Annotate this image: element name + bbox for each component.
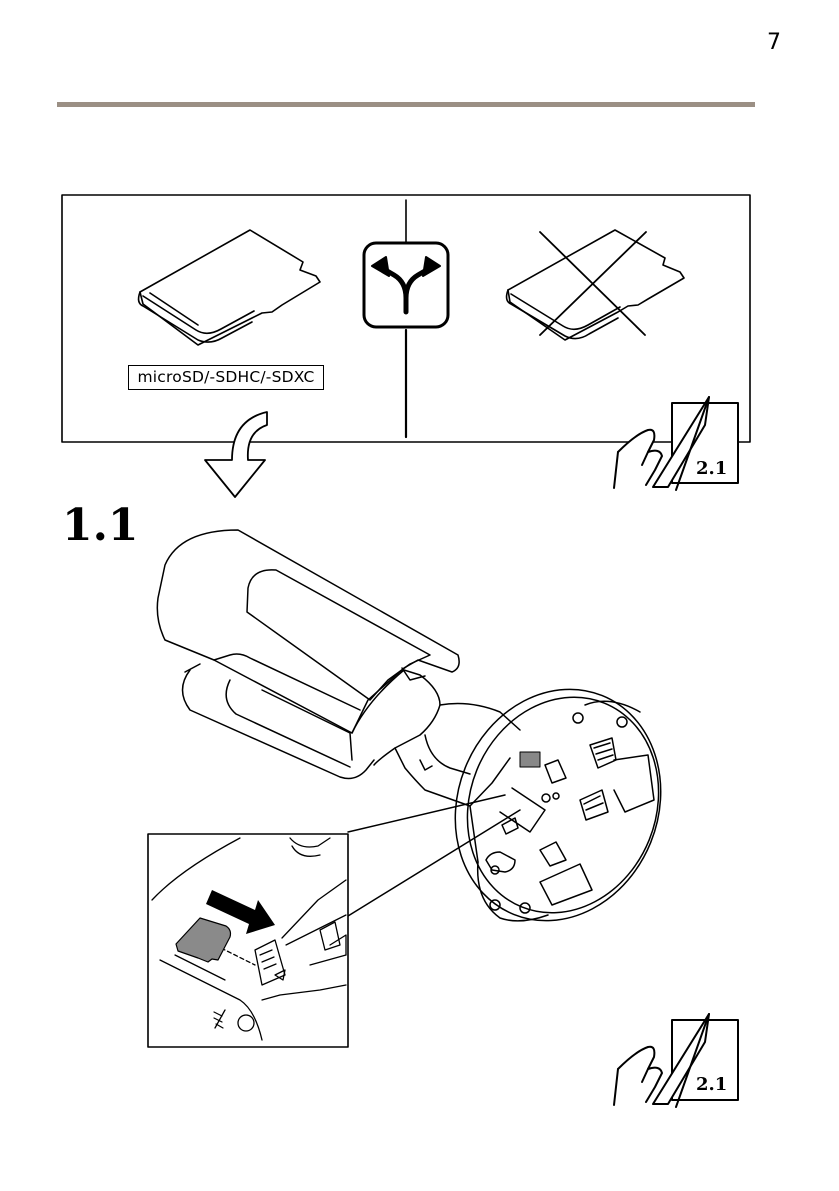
zoom-callout-lines xyxy=(348,795,520,916)
sd-card-icon xyxy=(139,230,320,345)
page-reference-top[interactable]: 2.1 xyxy=(696,458,727,479)
crossed-sd-card-icon xyxy=(507,230,684,340)
step-number: 1.1 xyxy=(62,500,139,551)
page-reference-bottom[interactable]: 2.1 xyxy=(696,1074,727,1095)
down-arrow-icon xyxy=(205,412,267,497)
fork-arrow-icon xyxy=(364,243,448,327)
sd-card-type-label: microSD/-SDHC/-SDXC xyxy=(128,365,324,390)
zoom-detail-box xyxy=(148,834,348,1047)
